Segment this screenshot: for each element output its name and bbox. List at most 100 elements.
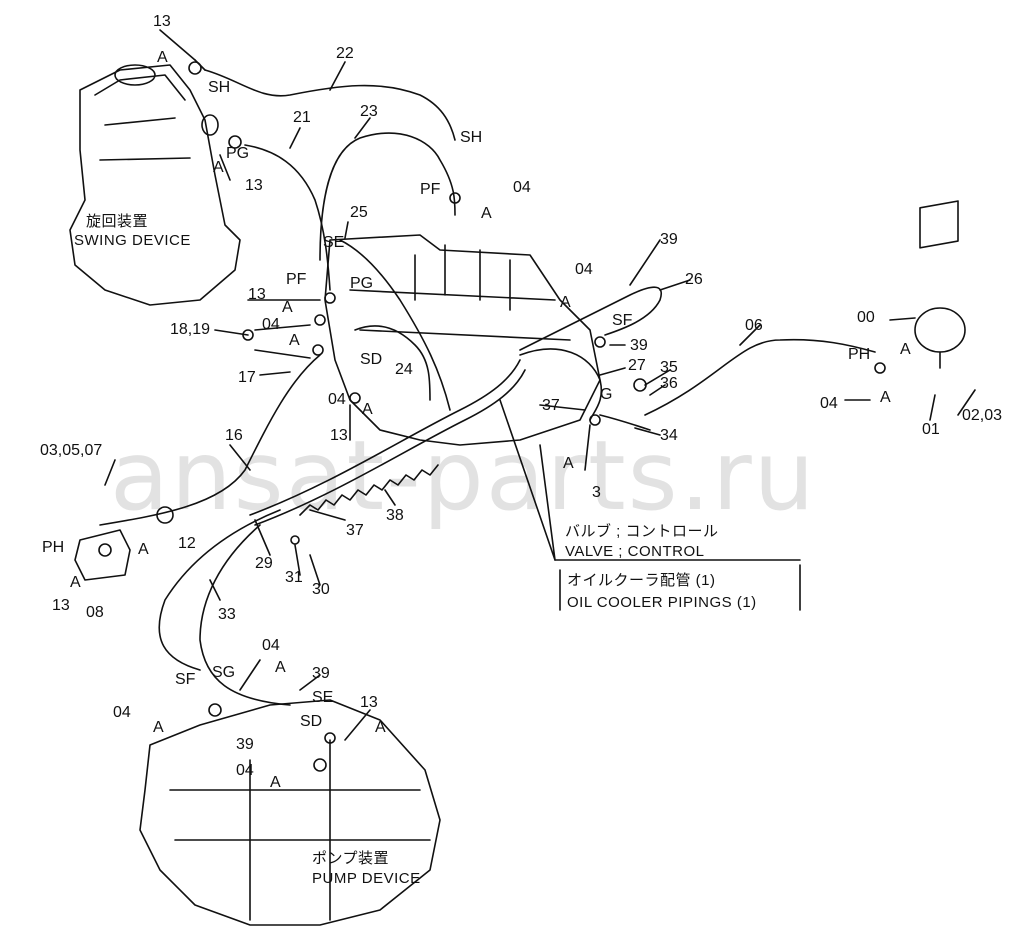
part-label: 08 [86,604,104,621]
part-label: 04 [328,391,346,408]
part-label: 37 [542,397,560,414]
part-label: A [157,49,168,66]
pipe-bundle [249,359,521,516]
part-label: 36 [660,375,678,392]
part-label: 06 [745,317,763,334]
part-label: 33 [218,606,236,623]
part-label: 12 [178,535,196,552]
hose-25 [339,239,451,411]
part-label: 00 [857,309,875,326]
spiral-guard [299,464,439,516]
part-label: A [153,719,164,736]
part-label: G [600,386,613,403]
part-label: 39 [630,337,648,354]
part-label: 24 [395,361,413,378]
part-label: 13 [245,177,263,194]
accumulator-00 [914,307,966,353]
fitting [349,392,361,404]
part-label: 29 [255,555,273,572]
part-label: PH [42,539,65,556]
valve-label-jp: バルブ ; コントロール [565,523,719,540]
part-label: SH [460,129,483,146]
fitting [324,292,336,304]
part-label: 13 [153,13,171,30]
part-label: 04 [236,762,254,779]
fitting [594,336,606,348]
fitting [314,314,326,326]
part-label: A [213,159,224,176]
pump-device-label-en: PUMP DEVICE [312,870,421,887]
part-label: 04 [262,316,280,333]
part-label: SG [212,664,236,681]
part-label: 34 [660,427,678,444]
part-label: 31 [285,569,303,586]
fitting [208,703,222,717]
part-label: PG [350,275,374,292]
part-label: SE [323,234,345,251]
fitting [589,414,601,426]
fitting [156,506,174,524]
part-label: 26 [685,271,703,288]
hose-39-lower [199,524,291,706]
part-label: 30 [312,581,330,598]
part-label: 03,05,07 [40,442,103,459]
part-label: A [900,341,911,358]
block-08-port [98,543,112,557]
part-label: A [563,455,574,472]
hose-26 [519,286,662,351]
control-valve-outline [324,234,601,446]
part-label: 27 [628,357,646,374]
part-label: SD [360,351,383,368]
hose-22 [204,69,456,141]
part-label: A [375,719,386,736]
hose-23 [319,132,456,261]
cooler-label-en: OIL COOLER PIPINGS (1) [567,594,757,611]
hose-33 [158,509,281,671]
cooler-label-jp: オイルクーラ配管 (1) [567,572,716,589]
part-label: A [70,574,81,591]
swing-device-cap [114,64,156,86]
hose-16 [99,354,321,526]
hose-21 [244,144,331,291]
valve-label-en: VALVE ; CONTROL [565,543,705,560]
pump-device-label-jp: ポンプ装置 [312,850,390,867]
part-label: 04 [262,637,280,654]
part-label: SE [312,689,334,706]
pump-device-detail [169,739,431,921]
pump-device-outline [139,699,441,926]
bracket-lines [194,59,871,611]
part-label: 39 [312,665,330,682]
fitting [188,61,202,75]
part-label: 01 [922,421,940,438]
fitting [312,344,324,356]
part-label: 25 [350,204,368,221]
part-label: 04 [113,704,131,721]
part-label: 17 [238,369,256,386]
fitting [449,192,461,204]
part-label: 13 [330,427,348,444]
part-label: PF [420,181,441,198]
part-label: PH [848,346,871,363]
swing-device-label-jp: 旋回装置 [86,213,149,230]
part-label: SF [612,312,633,329]
block-01 [919,200,959,249]
swing-device-top [94,74,191,161]
part-label: 13 [360,694,378,711]
part-label: PF [286,271,307,288]
leader-lines [104,29,976,741]
part-label: 23 [360,103,378,120]
hose-06 [644,338,876,416]
hose-27 [519,348,603,421]
part-label: 39 [236,736,254,753]
part-label: SH [208,79,231,96]
part-label: 3 [592,484,601,501]
fitting [228,135,242,149]
swing-device-port [201,114,219,136]
part-label: 02,03 [962,407,1003,424]
part-label: A [880,389,891,406]
part-label: 04 [820,395,838,412]
part-label: SF [175,671,196,688]
part-label: 21 [293,109,311,126]
part-label: 35 [660,359,678,376]
